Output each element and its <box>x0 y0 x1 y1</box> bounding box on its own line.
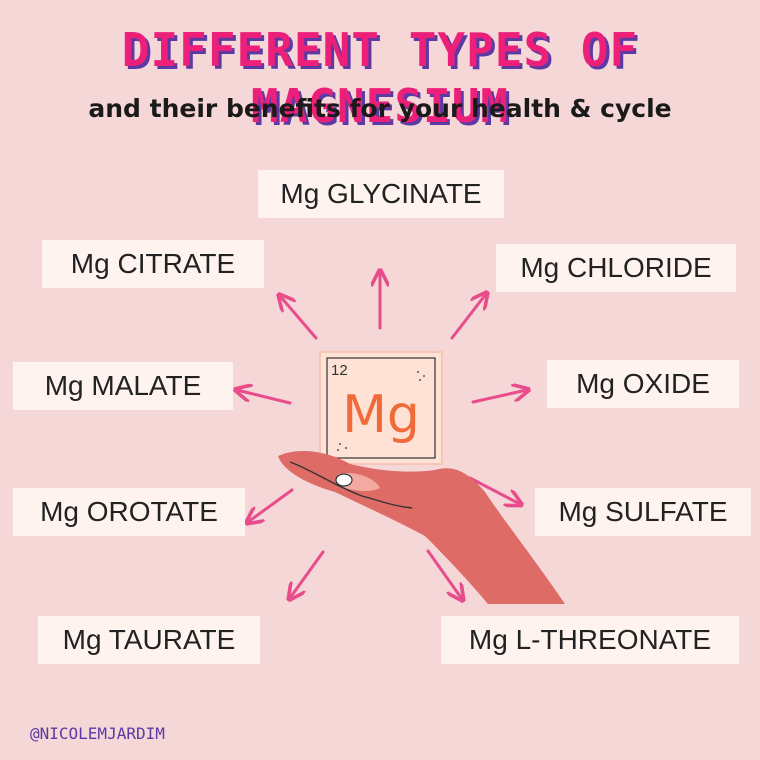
type-orotate: Mg OROTATE <box>13 488 245 536</box>
type-oxide: Mg OXIDE <box>547 360 739 408</box>
element-number: 12 <box>331 362 348 379</box>
arrow-chloride <box>450 294 486 340</box>
type-glycinate: Mg GLYCINATE <box>258 170 504 218</box>
arrow-orotate <box>248 488 294 522</box>
arrow-malate <box>237 390 292 405</box>
type-chloride: Mg CHLORIDE <box>496 244 736 292</box>
arrow-taurate <box>290 550 325 598</box>
page-subtitle: and their benefits for your health & cyc… <box>88 94 672 123</box>
author-handle: @NICOLEMJARDIM <box>30 724 165 743</box>
magnesium-tile: 12 Mg <box>319 351 443 465</box>
arrow-l-threonate <box>426 549 462 599</box>
type-taurate: Mg TAURATE <box>38 616 260 664</box>
page-title: DIFFERENT TYPES OF MAGNESIUM <box>121 23 639 133</box>
arrow-sulfate <box>468 476 520 504</box>
arrow-oxide <box>471 390 527 404</box>
arrow-citrate <box>280 296 318 340</box>
hand-illustration <box>278 450 565 604</box>
tile-dots <box>337 371 425 451</box>
type-malate: Mg MALATE <box>13 362 233 410</box>
element-symbol: Mg <box>342 385 420 445</box>
type-sulfate: Mg SULFATE <box>535 488 751 536</box>
type-citrate: Mg CITRATE <box>42 240 264 288</box>
type-l-threonate: Mg L-THREONATE <box>441 616 739 664</box>
